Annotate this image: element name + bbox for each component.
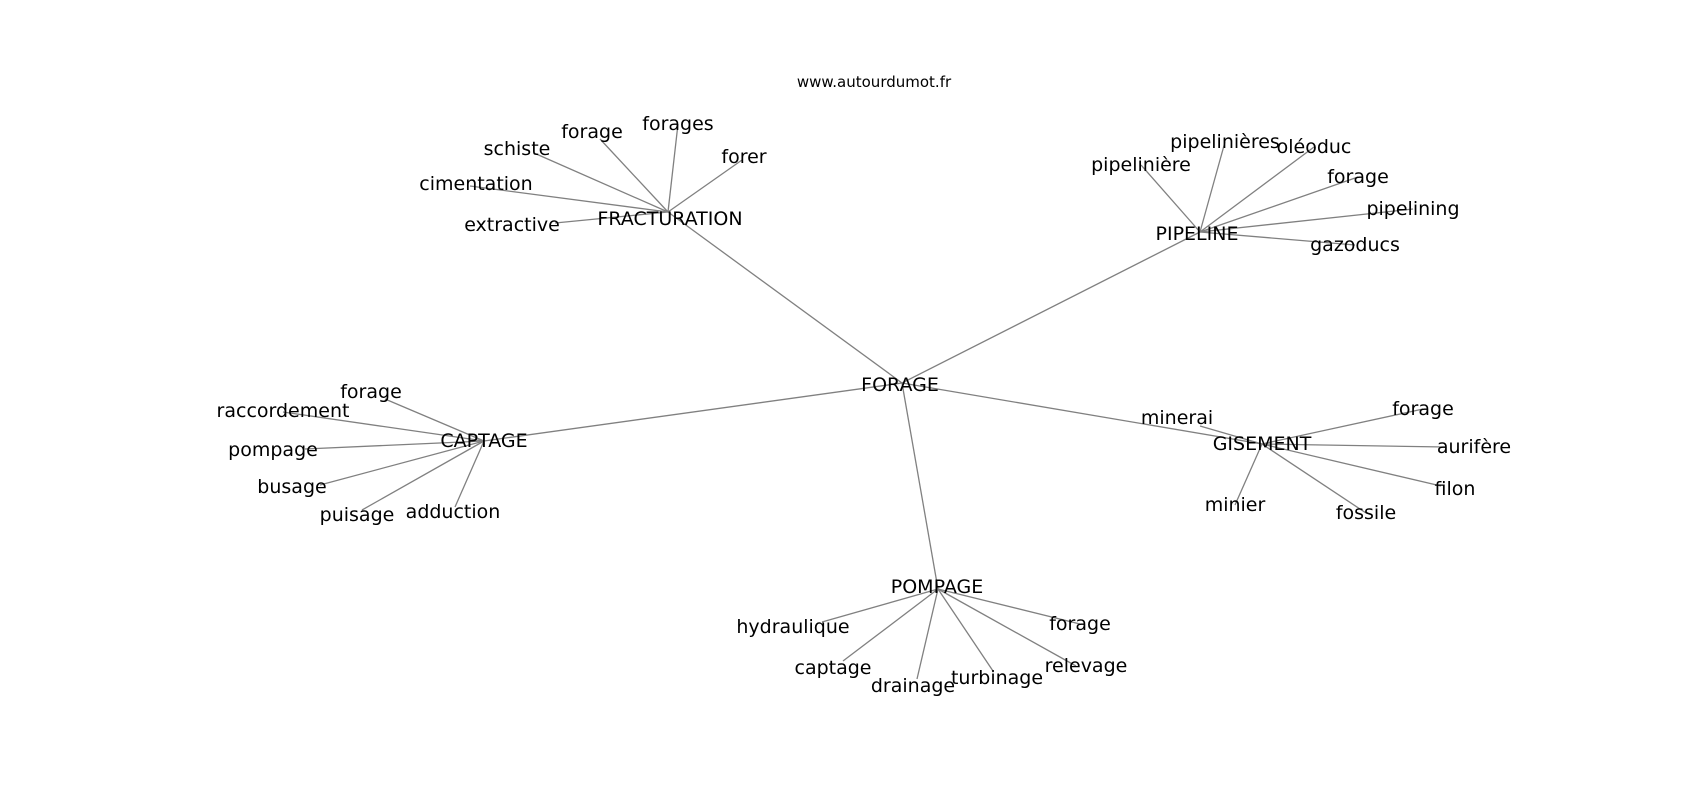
- edge-fracturation-2: [533, 152, 669, 213]
- edge-pompage-2: [842, 588, 939, 662]
- edge-captage-2: [304, 440, 485, 450]
- hub-node-pipeline: PIPELINE: [1156, 223, 1239, 245]
- source-watermark: www.autourdumot.fr: [797, 73, 952, 91]
- leaf-node-gisement-1: forage: [1392, 398, 1454, 420]
- edge-center-pipeline: [901, 231, 1201, 384]
- edge-pipeline-4: [1199, 208, 1414, 233]
- edge-pompage-1: [937, 588, 1081, 625]
- leaf-node-pompage-2: captage: [795, 657, 872, 679]
- edge-pompage-0: [821, 588, 939, 623]
- edge-gisement-5: [1261, 443, 1367, 514]
- edge-gisement-1: [1261, 408, 1424, 445]
- edge-fracturation-4: [469, 185, 669, 213]
- leaf-node-pompage-1: forage: [1049, 613, 1111, 635]
- edge-gisement-4: [1234, 443, 1263, 506]
- leaf-node-gisement-2: aurifère: [1437, 436, 1511, 458]
- edge-center-gisement: [901, 382, 1263, 445]
- leaf-node-pipeline-5: gazoducs: [1310, 234, 1400, 256]
- leaf-node-pompage-5: relevage: [1045, 655, 1128, 677]
- leaf-node-fracturation-0: forages: [642, 113, 713, 135]
- leaf-node-captage-0: forage: [340, 381, 402, 403]
- leaf-node-pipeline-1: oléoduc: [1277, 136, 1352, 158]
- edge-captage-0: [384, 398, 485, 442]
- leaf-node-pipeline-0: pipelinières: [1170, 131, 1280, 153]
- edge-gisement-2: [1261, 443, 1446, 448]
- leaf-node-gisement-0: minerai: [1141, 407, 1213, 429]
- edge-fracturation-1: [599, 138, 669, 213]
- leaf-node-captage-2: pompage: [228, 439, 318, 461]
- edge-gisement-0: [1199, 425, 1263, 445]
- graph-edges: [282, 123, 1446, 680]
- leaf-node-captage-3: busage: [257, 476, 326, 498]
- edge-fracturation-5: [554, 211, 669, 224]
- leaf-node-pompage-4: turbinage: [951, 667, 1043, 689]
- edge-gisement-3: [1261, 443, 1442, 487]
- leaf-node-pipeline-4: pipelining: [1366, 198, 1459, 220]
- edge-pipeline-0: [1199, 141, 1226, 233]
- leaf-node-pompage-0: hydraulique: [736, 616, 849, 638]
- edge-captage-4: [361, 440, 485, 511]
- leaf-node-fracturation-3: forer: [721, 146, 766, 168]
- leaf-node-captage-1: raccordement: [217, 400, 350, 422]
- edge-center-pompage: [901, 382, 939, 590]
- edge-fracturation-0: [667, 123, 679, 213]
- hub-node-pompage: POMPAGE: [891, 576, 983, 598]
- hub-node-captage: CAPTAGE: [440, 430, 527, 452]
- leaf-node-fracturation-2: schiste: [484, 138, 551, 160]
- leaf-node-pompage-3: drainage: [871, 675, 955, 697]
- leaf-node-fracturation-5: extractive: [464, 214, 560, 236]
- leaf-node-gisement-3: filon: [1435, 478, 1476, 500]
- edge-captage-1: [282, 411, 485, 442]
- leaf-node-pipeline-2: pipelinière: [1091, 154, 1191, 176]
- center-node-label: FORAGE: [861, 374, 939, 396]
- edge-pipeline-5: [1199, 231, 1356, 246]
- leaf-node-gisement-5: fossile: [1336, 502, 1396, 524]
- edge-pipeline-2: [1140, 164, 1201, 233]
- hub-node-fracturation: FRACTURATION: [597, 208, 742, 230]
- leaf-node-gisement-4: minier: [1205, 494, 1266, 516]
- edge-captage-5: [454, 440, 485, 508]
- leaf-node-fracturation-4: cimentation: [419, 173, 532, 195]
- hub-node-gisement: GISEMENT: [1213, 433, 1312, 455]
- edge-captage-3: [319, 440, 485, 486]
- edge-pompage-5: [937, 588, 1077, 667]
- edge-pipeline-3: [1199, 176, 1359, 233]
- edge-center-captage: [483, 382, 903, 442]
- graph-labels: www.autourdumot.fr FORAGE FRACTURATION for…: [217, 73, 1512, 697]
- edge-fracturation-3: [667, 159, 743, 213]
- leaf-node-fracturation-1: forage: [561, 121, 623, 143]
- edge-pompage-4: [937, 588, 994, 672]
- leaf-node-captage-4: puisage: [320, 504, 395, 526]
- edge-center-fracturation: [667, 211, 903, 384]
- leaf-node-captage-5: adduction: [406, 501, 501, 523]
- edge-pompage-3: [916, 588, 939, 680]
- leaf-node-pipeline-3: forage: [1327, 166, 1389, 188]
- edge-pipeline-1: [1199, 146, 1315, 233]
